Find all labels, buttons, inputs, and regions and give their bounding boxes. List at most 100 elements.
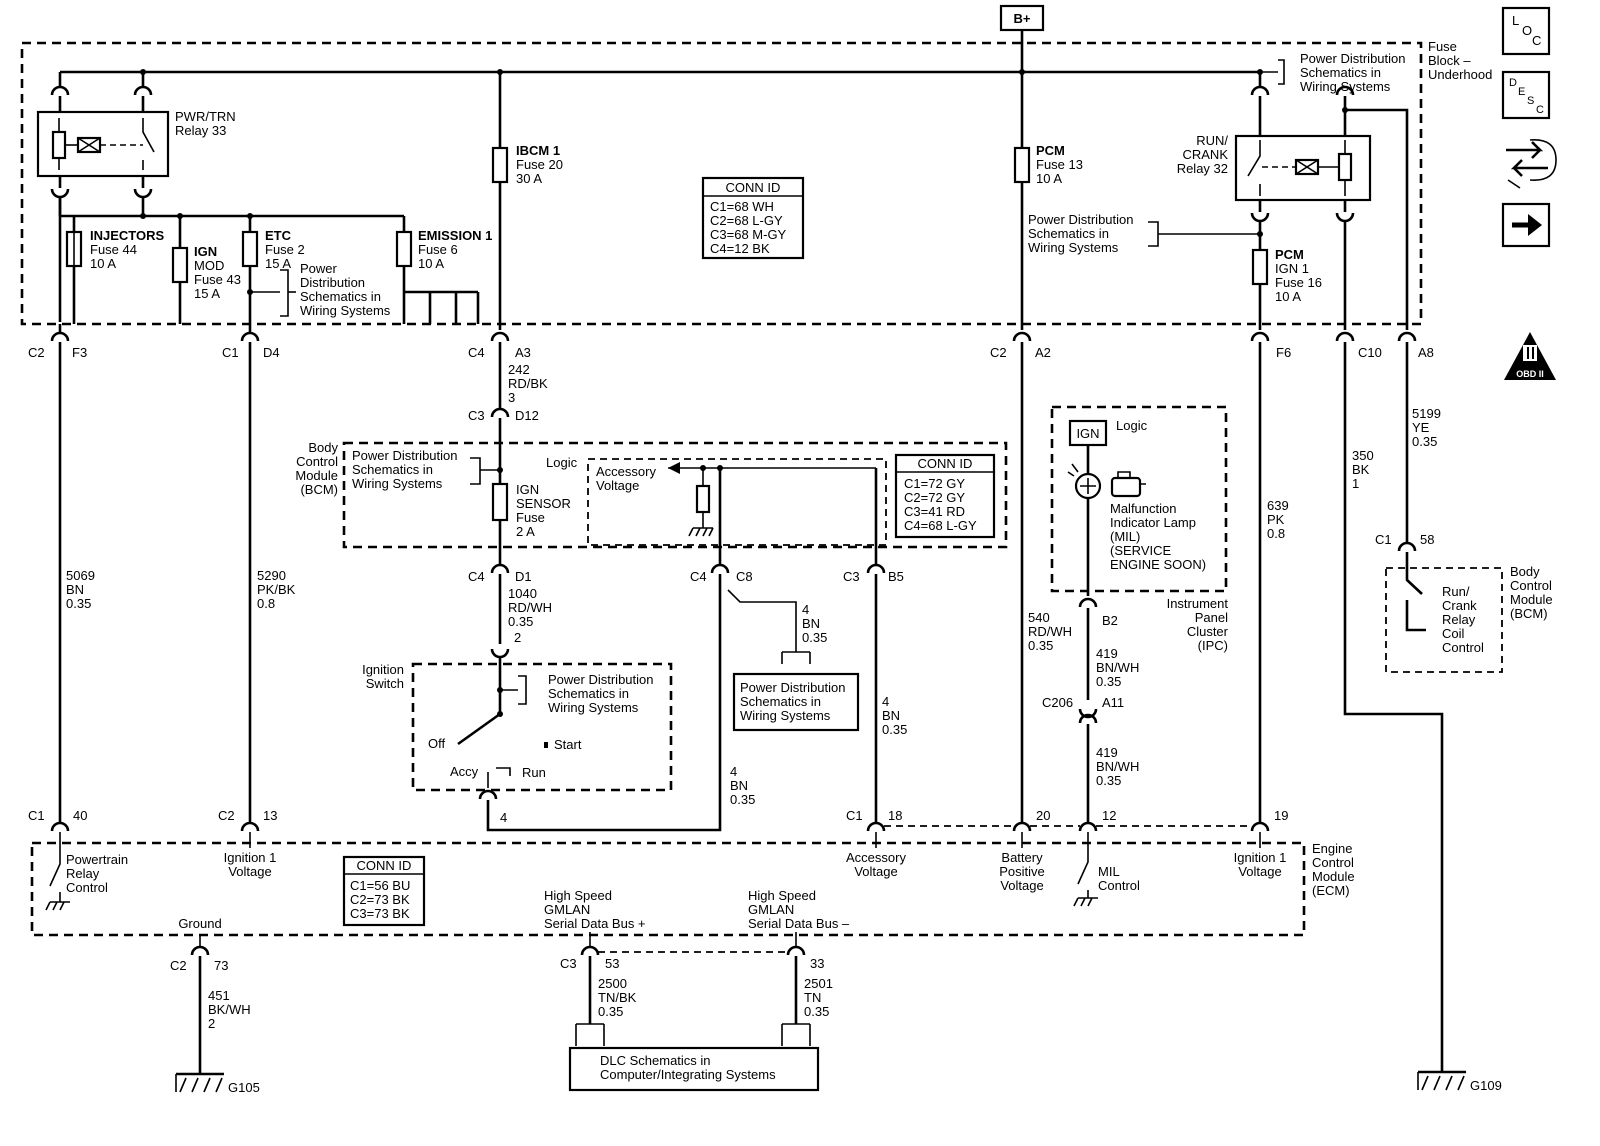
- svg-text:BN: BN: [66, 582, 84, 597]
- ground-g109-icon: G109: [1417, 1070, 1502, 1093]
- ignition-switch-outline: [411, 662, 673, 792]
- bcm-pds: Power Distribution Schematics in Wiring …: [352, 448, 503, 491]
- svg-text:Engine: Engine: [1312, 841, 1352, 856]
- pds-box[interactable]: Power Distribution Schematics in Wiring …: [732, 672, 860, 732]
- svg-text:D12: D12: [515, 408, 539, 423]
- description-icon[interactable]: D E S C: [1501, 70, 1551, 120]
- svg-text:Panel: Panel: [1195, 610, 1228, 625]
- svg-text:Wiring Systems: Wiring Systems: [740, 708, 831, 723]
- fuse-etc: ETC Fuse 2 15 A Power Distribution Schem…: [241, 216, 391, 324]
- svg-text:Indicator Lamp: Indicator Lamp: [1110, 515, 1196, 530]
- svg-text:Fuse: Fuse: [1428, 39, 1457, 54]
- svg-text:C1: C1: [1375, 532, 1392, 547]
- svg-text:C1: C1: [28, 808, 45, 823]
- svg-text:Accessory: Accessory: [846, 850, 906, 865]
- fuse-pcm: PCM Fuse 13 10 A: [1013, 143, 1083, 330]
- wire-gmlan-labels: 2500 TN/BK 0.35 2501 TN 0.35: [598, 976, 833, 1019]
- connector-swap-icon[interactable]: [1506, 139, 1557, 189]
- svg-text:0.35: 0.35: [804, 1004, 829, 1019]
- svg-text:High Speed: High Speed: [544, 888, 612, 903]
- svg-text:B5: B5: [888, 569, 904, 584]
- next-arrow-icon[interactable]: [1501, 202, 1551, 248]
- wire-1040-label: 1040 RD/WH 0.35 2: [508, 586, 552, 645]
- fuse-block-conn-id: CONN ID C1=68 WH C2=68 L-GY C3=68 M-GY C…: [701, 176, 805, 260]
- svg-text:RD/WH: RD/WH: [1028, 624, 1072, 639]
- ecm-ignition1-voltage-b: Ignition 1 Voltage: [1234, 832, 1287, 879]
- svg-text:C1: C1: [846, 808, 863, 823]
- svg-text:0.35: 0.35: [1028, 638, 1053, 653]
- svg-text:Ignition 1: Ignition 1: [1234, 850, 1287, 865]
- svg-text:Schematics in: Schematics in: [548, 686, 629, 701]
- ipc-pin-b2: B2: [1102, 613, 1118, 628]
- dlc-schematics-box[interactable]: DLC Schematics in Computer/Integrating S…: [568, 1046, 820, 1092]
- svg-text:15 A: 15 A: [265, 256, 291, 271]
- svg-text:1: 1: [1352, 476, 1359, 491]
- svg-text:High Speed: High Speed: [748, 888, 816, 903]
- svg-text:C10: C10: [1358, 345, 1382, 360]
- svg-text:C4=12 BK: C4=12 BK: [710, 241, 770, 256]
- ignition-pin-4: 4: [500, 810, 507, 825]
- svg-text:Underhood: Underhood: [1428, 67, 1492, 82]
- svg-text:OBD II: OBD II: [1516, 369, 1544, 379]
- svg-text:C1=56 BU: C1=56 BU: [350, 878, 410, 893]
- svg-text:Voltage: Voltage: [1238, 864, 1281, 879]
- svg-text:RD/WH: RD/WH: [508, 600, 552, 615]
- ecm-title: Engine Control Module (ECM): [1312, 841, 1355, 898]
- svg-text:PCM: PCM: [1036, 143, 1065, 158]
- svg-text:C2=73 BK: C2=73 BK: [350, 892, 410, 907]
- svg-text:Powertrain: Powertrain: [66, 852, 128, 867]
- svg-text:Fuse 16: Fuse 16: [1275, 275, 1322, 290]
- wire-451-label: 451 BK/WH 2: [208, 988, 251, 1031]
- svg-text:Wiring Systems: Wiring Systems: [352, 476, 443, 491]
- ecm-pin-labels: C1 40 C2 13 C1 18 20 12 19: [28, 808, 1288, 823]
- svg-text:ETC: ETC: [265, 228, 292, 243]
- svg-text:0.8: 0.8: [1267, 526, 1285, 541]
- location-icon[interactable]: L O C: [1501, 6, 1551, 56]
- svg-text:10 A: 10 A: [418, 256, 444, 271]
- svg-text:639: 639: [1267, 498, 1289, 513]
- svg-text:C4: C4: [468, 569, 485, 584]
- svg-text:4: 4: [730, 764, 737, 779]
- svg-text:BN: BN: [802, 616, 820, 631]
- svg-text:0.35: 0.35: [1412, 434, 1437, 449]
- svg-text:Fuse 6: Fuse 6: [418, 242, 458, 257]
- svg-text:RUN/: RUN/: [1196, 133, 1228, 148]
- svg-text:C2: C2: [990, 345, 1007, 360]
- svg-text:BN: BN: [730, 778, 748, 793]
- svg-text:350: 350: [1352, 448, 1374, 463]
- svg-text:C3: C3: [843, 569, 860, 584]
- svg-text:CONN ID: CONN ID: [357, 858, 412, 873]
- svg-text:Run/: Run/: [1442, 584, 1470, 599]
- svg-text:2500: 2500: [598, 976, 627, 991]
- bcm-right-outline: [1385, 567, 1503, 673]
- mil-lamp-icon: [1067, 463, 1146, 596]
- svg-text:DLC Schematics in: DLC Schematics in: [600, 1053, 711, 1068]
- svg-text:BK: BK: [1352, 462, 1370, 477]
- wire-242-label: 242 RD/BK 3: [508, 362, 548, 405]
- svg-text:Instrument: Instrument: [1167, 596, 1229, 611]
- svg-text:G109: G109: [1470, 1078, 1502, 1093]
- bplus-label-box: B+: [999, 4, 1045, 32]
- svg-text:IBCM 1: IBCM 1: [516, 143, 560, 158]
- svg-text:5290: 5290: [257, 568, 286, 583]
- svg-text:Control: Control: [1510, 578, 1552, 593]
- ecm-accessory-voltage: Accessory Voltage: [846, 832, 906, 879]
- svg-text:Serial Data Bus +: Serial Data Bus +: [544, 916, 646, 931]
- svg-text:0.35: 0.35: [598, 1004, 623, 1019]
- svg-text:C3: C3: [560, 956, 577, 971]
- svg-text:Schematics in: Schematics in: [1028, 226, 1109, 241]
- svg-text:S: S: [1527, 95, 1534, 107]
- fuse-ign-mod: IGN MOD Fuse 43 15 A: [171, 216, 241, 324]
- svg-text:0.35: 0.35: [66, 596, 91, 611]
- svg-text:Fuse 44: Fuse 44: [90, 242, 137, 257]
- svg-text:C1=68 WH: C1=68 WH: [710, 199, 774, 214]
- svg-text:Voltage: Voltage: [854, 864, 897, 879]
- svg-text:Voltage: Voltage: [596, 478, 639, 493]
- ecm-gmlan-plus: High Speed GMLAN Serial Data Bus +: [544, 888, 646, 946]
- svg-text:BK/WH: BK/WH: [208, 1002, 251, 1017]
- svg-text:0.8: 0.8: [257, 596, 275, 611]
- svg-text:19: 19: [1274, 808, 1288, 823]
- svg-text:EMISSION 1: EMISSION 1: [418, 228, 492, 243]
- svg-text:2: 2: [208, 1016, 215, 1031]
